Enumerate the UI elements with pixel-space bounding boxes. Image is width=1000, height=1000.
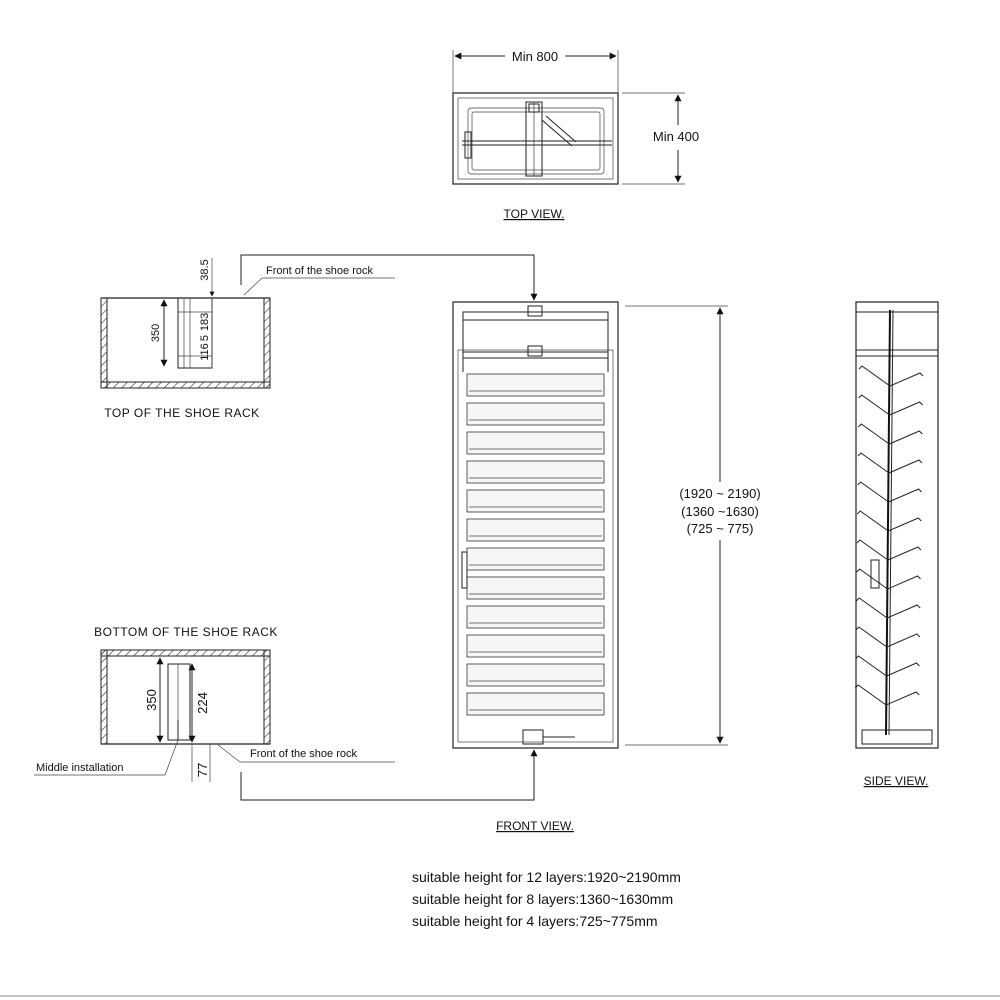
top-front-label: Front of the shoe rock — [266, 265, 373, 277]
side-holder-left — [856, 510, 889, 532]
side-holder-right — [889, 430, 923, 445]
bottom-front-label: Front of the shoe rock — [250, 748, 357, 760]
note-12-layers: suitable height for 12 layers:1920~2190m… — [412, 869, 681, 885]
front-shelf — [466, 460, 605, 484]
front-shelf — [466, 402, 605, 426]
dim-5: 5 — [199, 335, 211, 341]
front-shelf — [466, 489, 605, 513]
side-holder-left — [855, 655, 887, 677]
front-shelf — [466, 634, 605, 658]
side-holder-left — [858, 394, 890, 416]
top-view: Min 800 Min 400 TOP VIEW. — [452, 49, 699, 221]
side-holder-right — [886, 633, 921, 648]
reference-arrows — [240, 254, 538, 801]
side-holder-right — [887, 575, 921, 590]
front-shelf — [466, 692, 605, 716]
side-view: SIDE VIEW. — [854, 301, 939, 788]
front-shelf — [466, 373, 605, 397]
dim-77: 77 — [195, 763, 210, 777]
side-holder-right — [889, 372, 924, 387]
front-shelf — [466, 518, 605, 542]
note-8-layers: suitable height for 8 layers:1360~1630mm — [412, 891, 673, 907]
dim-min-400: Min 400 — [653, 129, 699, 144]
front-shelf — [466, 431, 605, 455]
side-holder-right — [886, 662, 920, 677]
side-holder-right — [887, 604, 921, 619]
side-holder-left — [854, 684, 887, 706]
side-holder-right — [885, 691, 920, 706]
front-shelf — [466, 576, 605, 600]
height-8-layers: (1360 ~1630) — [681, 504, 759, 519]
front-view: (1920 ~ 2190) (1360 ~1630) (725 ~ 775) F… — [452, 301, 761, 833]
height-12-layers: (1920 ~ 2190) — [679, 486, 760, 501]
dim-224: 224 — [195, 692, 210, 714]
side-view-title: SIDE VIEW. — [864, 774, 929, 788]
side-holder-right — [888, 488, 922, 503]
front-shelves — [466, 373, 605, 716]
dim-183: 183 — [199, 313, 211, 331]
front-shelf — [466, 605, 605, 629]
front-shelf — [466, 663, 605, 687]
front-view-title: FRONT VIEW. — [496, 819, 574, 833]
side-holder-left — [855, 597, 888, 619]
side-holder-left — [857, 452, 890, 474]
side-holder-right — [888, 459, 923, 474]
bottom-of-rack-title: BOTTOM OF THE SHOE RACK — [94, 625, 278, 639]
side-holder-left — [857, 423, 890, 445]
height-4-layers: (725 ~ 775) — [687, 521, 754, 536]
top-of-rack-detail: 350 183 5 116 38.5 Front of the shoe roc… — [100, 258, 395, 420]
side-holder-left — [857, 481, 889, 503]
top-view-title: TOP VIEW. — [504, 207, 565, 221]
side-holder-left — [855, 626, 888, 648]
side-shoe-holders — [854, 365, 924, 706]
dim-350-top: 350 — [150, 324, 162, 342]
front-shelf — [466, 547, 605, 571]
dim-min-800: Min 800 — [512, 49, 558, 64]
middle-installation-label: Middle installation — [36, 762, 123, 774]
height-notes: suitable height for 12 layers:1920~2190m… — [412, 869, 681, 929]
top-of-rack-title: TOP OF THE SHOE RACK — [104, 406, 259, 420]
side-holder-right — [887, 546, 922, 561]
side-holder-right — [889, 401, 924, 416]
dim-116: 116 — [199, 343, 211, 361]
bottom-of-rack-detail: BOTTOM OF THE SHOE RACK 350 224 77 Middl… — [34, 625, 395, 782]
side-holder-left — [856, 568, 888, 590]
side-holder-left — [856, 539, 889, 561]
note-4-layers: suitable height for 4 layers:725~775mm — [412, 913, 658, 929]
dim-350-bottom: 350 — [144, 689, 159, 711]
side-holder-right — [888, 517, 922, 532]
dim-38-5: 38.5 — [199, 259, 211, 280]
side-holder-left — [858, 365, 891, 387]
